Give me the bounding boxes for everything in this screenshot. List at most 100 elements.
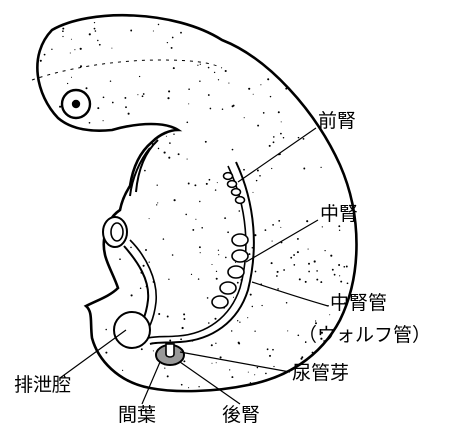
stipple-dot	[339, 275, 340, 276]
stipple-dot	[247, 317, 248, 318]
stipple-dot	[153, 350, 154, 351]
stipple-dot	[237, 320, 238, 321]
stipple-dot	[208, 94, 210, 96]
stipple-dot	[214, 318, 216, 320]
stipple-dot	[271, 262, 273, 264]
stipple-dot	[168, 90, 170, 92]
stipple-dot	[303, 168, 305, 170]
stipple-dot	[110, 80, 111, 81]
stipple-dot	[306, 220, 308, 222]
stipple-dot	[62, 28, 64, 30]
mesonephros-tubules	[212, 234, 248, 308]
stipple-dot	[185, 214, 187, 216]
stipple-dot	[299, 278, 301, 280]
stipple-dot	[156, 204, 157, 205]
stipple-dot	[178, 153, 180, 155]
stipple-dot	[338, 264, 340, 266]
stipple-dot	[94, 22, 95, 23]
label-pronephros: 前腎	[318, 112, 356, 131]
stipple-dot	[314, 260, 316, 262]
stipple-dot	[198, 386, 199, 387]
stipple-dot	[174, 199, 176, 201]
stipple-dot	[248, 372, 249, 373]
stipple-dot	[308, 271, 310, 273]
stipple-dot	[218, 79, 219, 80]
stipple-dot	[99, 44, 101, 46]
stipple-dot	[254, 374, 255, 375]
stipple-dot	[301, 356, 303, 358]
stipple-dot	[166, 136, 167, 137]
stipple-dot	[277, 288, 279, 290]
stipple-dot	[215, 189, 216, 190]
stipple-dot	[200, 252, 201, 253]
stipple-dot	[228, 83, 229, 84]
stipple-dot	[338, 225, 340, 227]
stipple-dot	[332, 269, 334, 271]
stipple-dot	[157, 185, 158, 186]
stipple-dot	[172, 37, 174, 39]
label-mesenchyme: 間葉	[118, 406, 156, 425]
stipple-dot	[186, 121, 188, 123]
stipple-dot	[80, 48, 82, 50]
stipple-dot	[143, 265, 145, 267]
stipple-dot	[209, 179, 211, 181]
stipple-dot	[231, 330, 232, 331]
stipple-dot	[208, 322, 210, 324]
stipple-dot	[157, 202, 158, 203]
stipple-dot	[267, 348, 269, 350]
stipple-dot	[71, 39, 72, 40]
stipple-dot	[257, 367, 258, 368]
stipple-dot	[283, 137, 284, 138]
stipple-dot	[244, 117, 245, 118]
leader-ureteric-bud	[180, 352, 290, 372]
stipple-dot	[181, 384, 183, 386]
stipple-dot	[211, 344, 213, 346]
stipple-dot	[267, 78, 269, 80]
stipple-dot	[216, 278, 218, 280]
stipple-dot	[308, 249, 309, 250]
stipple-dot	[158, 148, 159, 149]
stipple-dot	[346, 266, 348, 268]
stipple-dot	[188, 88, 190, 90]
stipple-dot	[125, 106, 127, 108]
stipple-dot	[297, 238, 299, 240]
stipple-dot	[191, 274, 192, 275]
stipple-dot	[272, 349, 274, 351]
stipple-dot	[130, 247, 132, 249]
stipple-dot	[199, 246, 201, 248]
stipple-dot	[158, 313, 160, 315]
stipple-dot	[130, 30, 132, 32]
stipple-dot	[59, 106, 61, 108]
stipple-dot	[169, 142, 171, 144]
stipple-dot	[200, 64, 201, 65]
stipple-dot	[283, 269, 285, 271]
stipple-dot	[137, 94, 138, 95]
stipple-dot	[153, 30, 154, 31]
leader-mesonephric-duct	[252, 282, 328, 306]
stipple-dot	[330, 255, 332, 257]
stipple-dot	[281, 121, 282, 122]
stipple-dot	[271, 168, 272, 169]
stipple-dot	[105, 352, 107, 354]
stipple-dot	[235, 262, 236, 263]
stipple-dot	[173, 133, 174, 134]
stipple-dot	[180, 32, 182, 34]
stipple-dot	[149, 218, 150, 219]
stipple-dot	[188, 183, 190, 185]
stipple-dot	[287, 330, 288, 331]
stipple-dot	[248, 88, 250, 90]
stipple-dot	[255, 271, 257, 273]
stipple-dot	[149, 261, 150, 262]
stipple-dot	[227, 231, 229, 233]
stipple-dot	[163, 238, 164, 239]
stipple-dot	[334, 274, 336, 276]
stipple-dot	[183, 313, 185, 315]
stipple-dot	[305, 281, 307, 283]
stipple-dot	[183, 360, 185, 362]
stipple-dot	[192, 229, 194, 231]
stipple-dot	[62, 30, 64, 32]
stipple-dot	[167, 375, 169, 377]
stipple-dot	[243, 169, 245, 171]
stipple-dot	[70, 52, 71, 53]
